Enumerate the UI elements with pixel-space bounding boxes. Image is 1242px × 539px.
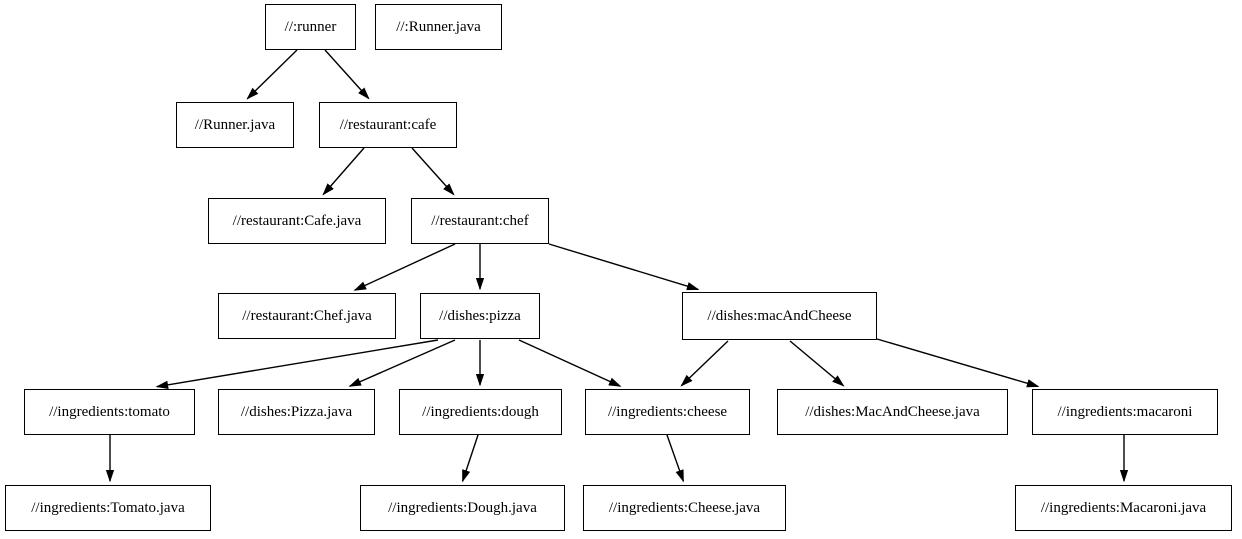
graph-node-tomato[interactable]: //ingredients:tomato bbox=[24, 389, 195, 435]
graph-node-cheese[interactable]: //ingredients:cheese bbox=[585, 389, 750, 435]
graph-node-label: //restaurant:Cafe.java bbox=[232, 212, 362, 229]
graph-node-mac_and_cheese_java[interactable]: //dishes:MacAndCheese.java bbox=[777, 389, 1008, 435]
graph-node-pizza_java[interactable]: //dishes:Pizza.java bbox=[218, 389, 375, 435]
graph-node-label: //restaurant:Chef.java bbox=[242, 307, 372, 324]
graph-node-tomato_java[interactable]: //ingredients:Tomato.java bbox=[5, 485, 211, 531]
graph-node-runner[interactable]: //:runner bbox=[265, 4, 356, 50]
graph-node-label: //dishes:macAndCheese bbox=[707, 307, 852, 324]
graph-node-chef[interactable]: //restaurant:chef bbox=[411, 198, 549, 244]
graph-node-label: //ingredients:Cheese.java bbox=[608, 499, 761, 516]
graph-node-label: //ingredients:dough bbox=[422, 403, 539, 420]
graph-node-label: //ingredients:Tomato.java bbox=[31, 499, 185, 516]
graph-node-label: //:Runner.java bbox=[396, 18, 481, 35]
graph-node-dough_java[interactable]: //ingredients:Dough.java bbox=[360, 485, 565, 531]
graph-node-chef_java[interactable]: //restaurant:Chef.java bbox=[218, 293, 396, 339]
graph-node-label: //ingredients:cheese bbox=[607, 403, 728, 420]
graph-node-cafe_java[interactable]: //restaurant:Cafe.java bbox=[208, 198, 386, 244]
graph-node-macaroni[interactable]: //ingredients:macaroni bbox=[1032, 389, 1218, 435]
graph-node-label: //:runner bbox=[284, 18, 337, 35]
graph-node-dough[interactable]: //ingredients:dough bbox=[399, 389, 562, 435]
graph-node-label: //ingredients:tomato bbox=[49, 403, 170, 420]
graph-node-cheese_java[interactable]: //ingredients:Cheese.java bbox=[583, 485, 786, 531]
graph-node-macaroni_java[interactable]: //ingredients:Macaroni.java bbox=[1015, 485, 1232, 531]
graph-node-label: //dishes:MacAndCheese.java bbox=[805, 403, 980, 420]
graph-node-runner_java_root[interactable]: //:Runner.java bbox=[375, 4, 502, 50]
graph-node-label: //dishes:pizza bbox=[439, 307, 521, 324]
graph-node-label: //dishes:Pizza.java bbox=[240, 403, 353, 420]
graph-node-label: //restaurant:cafe bbox=[339, 116, 437, 133]
graph-node-label: //ingredients:Macaroni.java bbox=[1040, 499, 1207, 516]
graph-node-pizza[interactable]: //dishes:pizza bbox=[420, 293, 540, 339]
graph-node-mac_and_cheese[interactable]: //dishes:macAndCheese bbox=[682, 292, 877, 340]
graph-node-label: //ingredients:macaroni bbox=[1057, 403, 1193, 420]
graph-node-label: //restaurant:chef bbox=[431, 212, 529, 229]
graph-node-label: //Runner.java bbox=[194, 116, 276, 133]
graph-node-label: //ingredients:Dough.java bbox=[388, 499, 537, 516]
graph-node-runner_java[interactable]: //Runner.java bbox=[176, 102, 294, 148]
graph-node-cafe[interactable]: //restaurant:cafe bbox=[319, 102, 457, 148]
